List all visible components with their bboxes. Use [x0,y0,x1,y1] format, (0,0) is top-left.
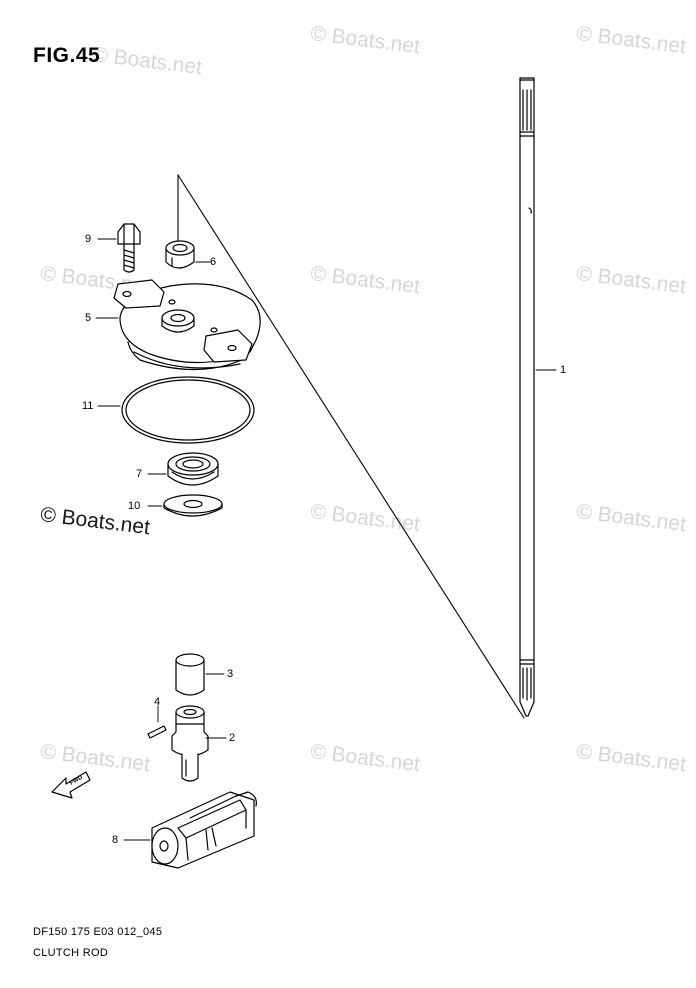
part-number-1: 1 [560,364,567,376]
clutch-rod-shaft-icon [519,77,535,717]
bearing-icon [167,452,219,486]
assembly-line [177,174,525,719]
clutch-cam-icon [151,791,257,869]
part-number-11: 11 [82,400,94,412]
clutch-push-rod-icon [175,653,205,696]
o-ring-icon [121,376,255,444]
part-number-7: 7 [136,468,143,480]
drawing-code: DF150 175 E03 012_045 [33,926,163,938]
bushing-icon [165,240,195,269]
cam-housing-plate-icon [113,279,261,371]
part-number-3: 3 [227,668,234,680]
drawing-caption: CLUTCH ROD [33,947,109,959]
bolt-icon [117,223,141,273]
part-number-9: 9 [85,233,92,245]
clutch-shifter-icon [171,705,209,782]
figure-title: FIG.45 [33,44,101,67]
washer-icon [163,494,223,517]
forward-arrow-icon: FWD [51,771,91,799]
pin-icon [147,725,167,739]
part-number-5: 5 [85,312,92,324]
part-number-8: 8 [112,834,119,846]
part-number-4: 4 [154,696,161,708]
part-number-2: 2 [229,732,236,744]
part-number-6: 6 [210,256,217,268]
part-number-10: 10 [128,500,141,512]
